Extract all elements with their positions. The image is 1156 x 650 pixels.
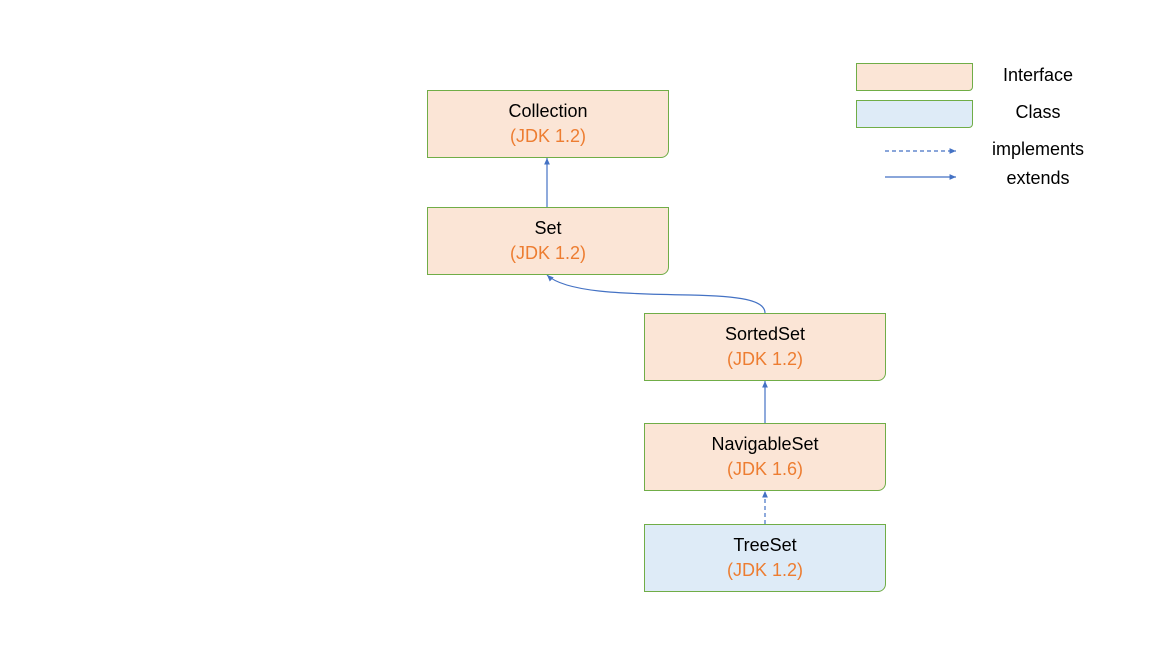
node-version: (JDK 1.2) xyxy=(726,349,804,369)
node-version: (JDK 1.2) xyxy=(726,560,804,580)
legend-extends-label: extends xyxy=(1006,168,1070,188)
node-collection: Collection (JDK 1.2) xyxy=(427,90,669,158)
node-name: NavigableSet xyxy=(711,434,819,454)
node-name: SortedSet xyxy=(724,324,806,344)
node-treeset: TreeSet (JDK 1.2) xyxy=(644,524,886,592)
node-set: Set (JDK 1.2) xyxy=(427,207,669,275)
legend-interface-label: Interface xyxy=(1002,65,1074,85)
node-sortedset: SortedSet (JDK 1.2) xyxy=(644,313,886,381)
node-version: (JDK 1.2) xyxy=(509,243,587,263)
node-name: TreeSet xyxy=(733,535,797,555)
node-version: (JDK 1.6) xyxy=(726,459,804,479)
legend-interface-swatch xyxy=(856,63,973,91)
legend-implements-label: implements xyxy=(991,139,1085,159)
node-name: Collection xyxy=(508,101,588,121)
node-name: Set xyxy=(534,218,562,238)
node-version: (JDK 1.2) xyxy=(509,126,587,146)
legend-class-label: Class xyxy=(1015,102,1061,122)
node-navigableset: NavigableSet (JDK 1.6) xyxy=(644,423,886,491)
edge-sortedset-extends-set xyxy=(546,274,766,314)
legend-class-swatch xyxy=(856,100,973,128)
